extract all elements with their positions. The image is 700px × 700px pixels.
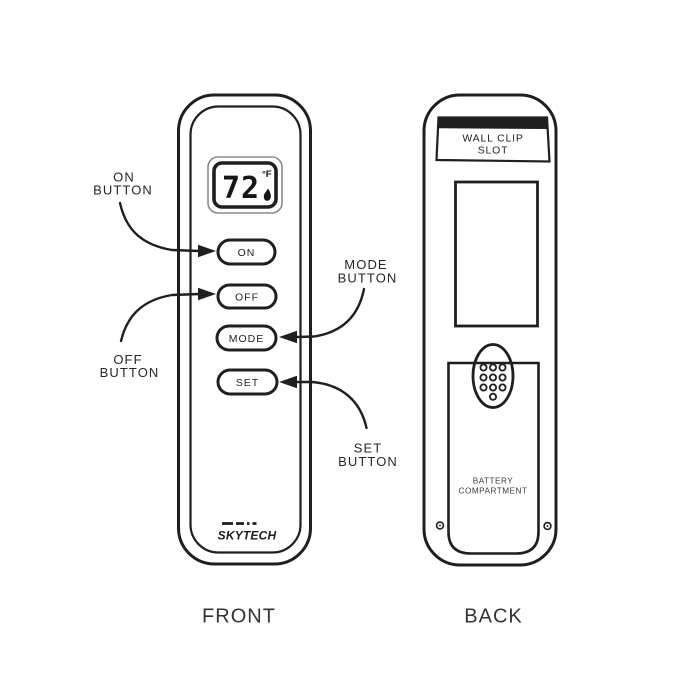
back-remote-body	[422, 93, 558, 567]
temperature-unit: °F	[262, 169, 272, 180]
flame-drop-icon	[263, 188, 271, 201]
set-button: SET	[216, 368, 279, 396]
mode-button-shape	[215, 324, 278, 352]
front-caption: FRONT	[202, 606, 276, 628]
brand-logo: SKYTECH	[218, 522, 277, 543]
speaker-grille-icon	[471, 343, 515, 409]
back-caption: BACK	[464, 606, 522, 628]
on-callout-line1: ON	[113, 170, 135, 185]
set-arrowhead-icon	[279, 375, 297, 389]
battery-label-line2: COMPARTMENT	[459, 487, 528, 496]
callout-on: ON BUTTON	[93, 170, 216, 258]
wall-clip-slot: WALL CLIP SLOT	[435, 116, 551, 163]
callout-set: SET BUTTON	[279, 375, 398, 469]
set-button-label: SET	[236, 377, 259, 389]
screw-icon-left	[435, 521, 445, 530]
speaker-oval	[471, 343, 515, 409]
temperature-value: 72	[222, 171, 260, 206]
set-leader-line	[295, 380, 368, 430]
screw-icon-right	[543, 521, 552, 531]
mode-button-label: MODE	[229, 333, 265, 345]
off-button: OFF	[216, 283, 278, 310]
on-callout-line2: BUTTON	[93, 183, 153, 198]
set-button-shape	[216, 368, 279, 396]
callout-off: OFF BUTTON	[100, 287, 216, 380]
off-leader-line	[119, 292, 201, 343]
callout-mode: MODE BUTTON	[279, 257, 398, 344]
wall-clip-slot-label-line2: SLOT	[478, 145, 509, 157]
front-remote-face-panel	[189, 105, 302, 554]
back-window-opening	[454, 180, 539, 328]
battery-compartment-cover	[447, 361, 540, 555]
back-remote: WALL CLIP SLOT BATTERY COMPARTMENT	[422, 93, 558, 567]
mode-callout-line1: MODE	[344, 257, 387, 272]
lcd-bezel	[207, 156, 283, 214]
battery-label-line1: BATTERY	[473, 477, 514, 486]
on-button-label: ON	[238, 247, 256, 259]
off-callout-line2: BUTTON	[100, 365, 160, 380]
mode-button: MODE	[215, 324, 278, 352]
on-arrowhead-icon	[198, 244, 216, 258]
front-remote-body	[177, 93, 312, 566]
battery-compartment: BATTERY COMPARTMENT	[447, 361, 540, 555]
mode-leader-line	[295, 287, 366, 339]
on-button: ON	[216, 238, 277, 266]
brand-logo-text: SKYTECH	[218, 529, 277, 543]
off-button-label: OFF	[235, 292, 259, 304]
set-callout-line1: SET	[354, 441, 383, 456]
on-leader-line	[118, 201, 201, 253]
front-remote: 72 °F ON OFF MODE SET SKYTECH	[177, 93, 312, 566]
mode-callout-line2: BUTTON	[338, 271, 398, 286]
off-arrowhead-icon	[198, 287, 216, 301]
lcd-display: 72 °F	[207, 156, 283, 214]
mode-arrowhead-icon	[279, 330, 297, 344]
set-callout-line2: BUTTON	[338, 454, 398, 469]
lcd-screen	[212, 161, 278, 209]
off-callout-line1: OFF	[113, 352, 142, 367]
on-button-shape	[216, 238, 277, 266]
off-button-shape	[216, 283, 278, 310]
wall-clip-slot-bar	[438, 117, 548, 129]
wall-clip-slot-label-line1: WALL CLIP	[462, 133, 523, 145]
speaker-holes	[479, 363, 507, 401]
